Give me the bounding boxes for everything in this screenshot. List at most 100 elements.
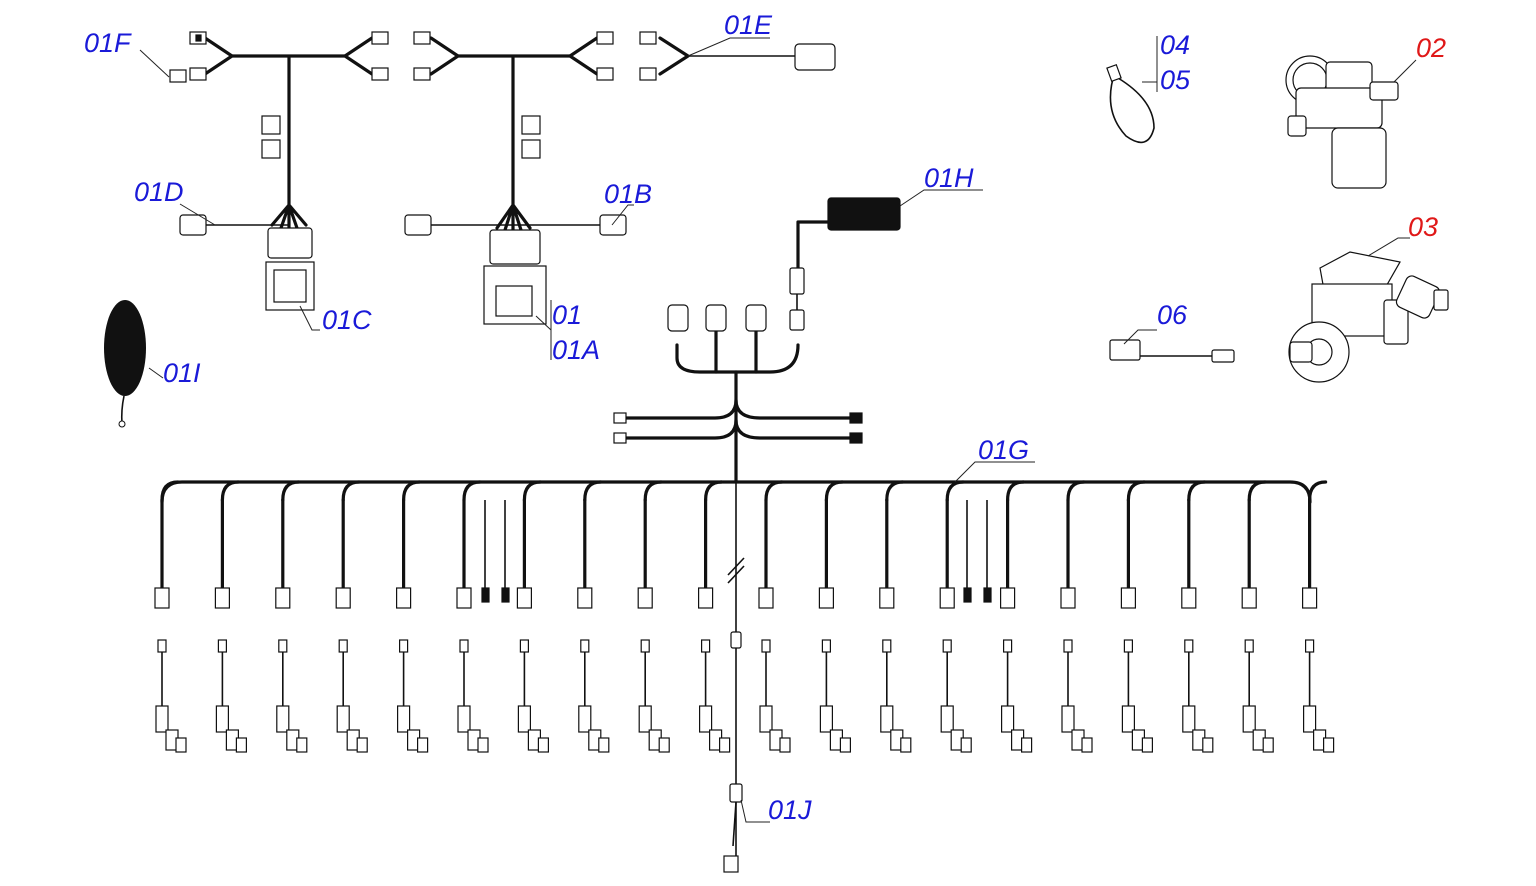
drop-connector bbox=[697, 587, 714, 609]
sensor-tip bbox=[537, 737, 550, 753]
drop-connector bbox=[214, 587, 230, 609]
drop-bend bbox=[824, 480, 844, 502]
sensor-tip bbox=[598, 737, 610, 753]
sensor-body bbox=[1242, 705, 1256, 733]
sensor-tip bbox=[356, 737, 368, 753]
sensor-tip bbox=[1322, 737, 1335, 753]
sensor-plug bbox=[700, 639, 711, 653]
drop-connector bbox=[456, 587, 472, 609]
sensor-plug bbox=[399, 639, 409, 653]
drop-bend bbox=[462, 480, 482, 502]
label-01i: 01I bbox=[163, 358, 201, 388]
drop-connector bbox=[637, 587, 653, 609]
sensor-plug bbox=[1123, 639, 1134, 653]
drop-connector bbox=[1181, 587, 1197, 609]
drop-connector bbox=[939, 587, 955, 609]
drop-bend bbox=[1126, 480, 1146, 502]
sensor-tip bbox=[718, 737, 731, 753]
sensor-tip bbox=[900, 737, 912, 753]
pigtail-plug bbox=[481, 587, 490, 603]
sensor-tip bbox=[417, 737, 429, 753]
sensor-tip bbox=[296, 737, 308, 753]
drop-connector bbox=[275, 587, 291, 609]
drop-connector bbox=[396, 587, 412, 609]
sensor-body bbox=[517, 705, 532, 733]
sensor-plug bbox=[278, 639, 288, 653]
sensor-plug bbox=[1244, 639, 1254, 653]
sensor-plug bbox=[157, 639, 167, 653]
sensor-tip bbox=[1081, 737, 1093, 753]
drop-bend bbox=[522, 480, 542, 502]
sensor-drops bbox=[154, 480, 1335, 753]
label-01d: 01D bbox=[134, 177, 184, 207]
sensor-body bbox=[940, 705, 954, 733]
sensor-plug bbox=[217, 639, 227, 653]
label-01b: 01B bbox=[604, 179, 653, 209]
drop-connector bbox=[1120, 587, 1137, 609]
sensor-plug bbox=[580, 639, 590, 653]
part-01i bbox=[104, 300, 146, 428]
sensor-plug bbox=[761, 639, 771, 653]
sensor-tip bbox=[1141, 737, 1154, 753]
sensor-body bbox=[698, 705, 713, 733]
drop-bend bbox=[402, 480, 422, 502]
drop-connector bbox=[154, 587, 170, 609]
label-02: 02 bbox=[1416, 33, 1447, 63]
label-06: 06 bbox=[1157, 300, 1188, 330]
drop-bend bbox=[764, 480, 784, 502]
label-05: 05 bbox=[1160, 65, 1191, 95]
sensor-plug bbox=[942, 639, 952, 653]
sensor-body bbox=[1000, 705, 1015, 733]
sensor-tip bbox=[658, 737, 670, 753]
label-01: 01 bbox=[552, 300, 583, 330]
harness-01a bbox=[404, 31, 836, 325]
sensor-tip bbox=[477, 737, 489, 753]
sensor-body bbox=[276, 705, 290, 733]
sensor-plug bbox=[519, 639, 530, 653]
sensor-tip bbox=[779, 737, 791, 753]
label-01h: 01H bbox=[924, 163, 974, 193]
drop-bend bbox=[1308, 480, 1328, 502]
sensor-body bbox=[759, 705, 773, 733]
sensor-body bbox=[1121, 705, 1136, 733]
part-04-05 bbox=[1106, 63, 1155, 144]
drop-connector bbox=[577, 587, 593, 609]
sensor-body bbox=[638, 705, 652, 733]
label-01f: 01F bbox=[84, 28, 131, 58]
drop-bend bbox=[704, 480, 724, 502]
drop-connector bbox=[335, 587, 351, 609]
drop-bend bbox=[281, 480, 301, 502]
label-03: 03 bbox=[1408, 212, 1439, 242]
part-02-filter bbox=[1285, 55, 1399, 189]
sensor-plug bbox=[459, 639, 469, 653]
harness-01c bbox=[169, 31, 389, 311]
sensor-body bbox=[819, 705, 834, 733]
drop-bend bbox=[885, 480, 905, 502]
pigtail-plug bbox=[501, 587, 510, 603]
part-06 bbox=[1109, 339, 1235, 363]
sensor-body bbox=[336, 705, 350, 733]
drop-bend bbox=[1006, 480, 1026, 502]
sensor-body bbox=[1061, 705, 1075, 733]
sensor-body bbox=[1302, 705, 1317, 733]
drop-connector bbox=[516, 587, 533, 609]
sensor-tip bbox=[1202, 737, 1214, 753]
sensor-plug bbox=[338, 639, 348, 653]
label-01j: 01J bbox=[768, 795, 812, 825]
sensor-tip bbox=[1262, 737, 1274, 753]
drop-connector bbox=[1060, 587, 1076, 609]
drop-connector bbox=[758, 587, 774, 609]
sensor-body bbox=[155, 705, 169, 733]
sensor-plug bbox=[882, 639, 892, 653]
sensor-plug bbox=[640, 639, 650, 653]
label-04: 04 bbox=[1160, 30, 1191, 60]
drop-bend bbox=[1187, 480, 1207, 502]
sensor-tip bbox=[235, 737, 247, 753]
drop-bend bbox=[1066, 480, 1086, 502]
part-03-valve bbox=[1288, 251, 1449, 383]
sensor-tip bbox=[1020, 737, 1033, 753]
sensor-body bbox=[457, 705, 471, 733]
label-01e: 01E bbox=[724, 10, 773, 40]
sensor-body bbox=[880, 705, 894, 733]
